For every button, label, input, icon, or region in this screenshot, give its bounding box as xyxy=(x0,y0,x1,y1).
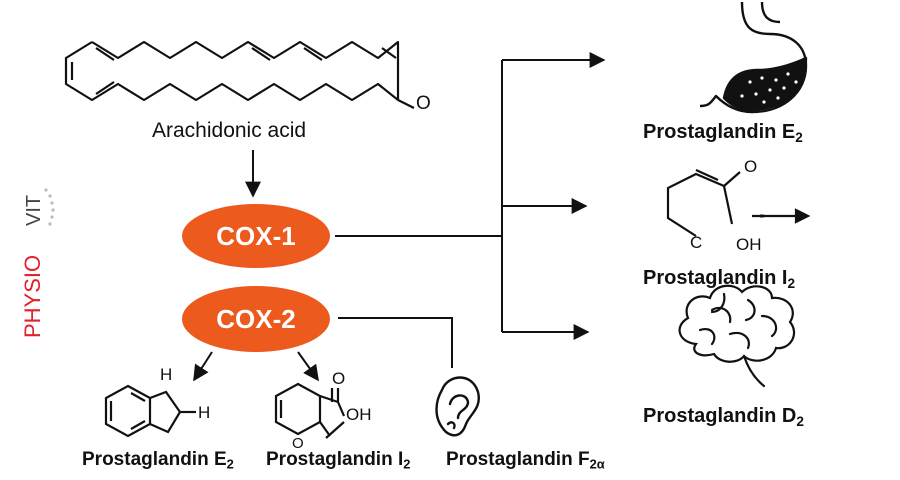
ear-icon xyxy=(435,376,480,437)
bottom-product-2-label: Prostaglandin I2 xyxy=(266,449,411,472)
pyranone-oxygen-top: O xyxy=(332,369,346,388)
arachidonic-acid-label: Arachidonic acid xyxy=(152,119,307,142)
cyclohexenone-structure-icon xyxy=(666,168,811,237)
enone-oxygen-atom: O xyxy=(744,157,758,176)
brain-icon xyxy=(678,284,796,388)
arachidonic-acid-structure-icon xyxy=(64,40,415,109)
physiovit-logo: PHYSIO VIT xyxy=(20,188,55,338)
pyranone-structure-icon xyxy=(274,382,346,439)
right-product-3-label: Prostaglandin D2 xyxy=(643,405,804,429)
cox-2-label: COX-2 xyxy=(216,303,296,334)
substrate-oxygen-atom: O xyxy=(416,93,431,114)
bottom-product-1-label: Prostaglandin E2 xyxy=(82,449,234,472)
right-product-1-label: Prostaglandin E2 xyxy=(643,121,803,145)
indane-h-right: H xyxy=(198,403,211,422)
cox-2-enzyme: COX-2 xyxy=(182,286,330,352)
indane-h-top: H xyxy=(160,365,173,384)
pyranone-ring-oxygen: O xyxy=(292,435,304,452)
right-product-2-label: Prostaglandin I2 xyxy=(643,267,796,291)
enone-hydroxyl-group: OH xyxy=(736,235,762,254)
brand-part1: PHYSIO xyxy=(20,255,45,338)
enone-carbon-atom: C xyxy=(690,233,703,252)
pyranone-hydroxyl: OH xyxy=(346,405,372,424)
cox-1-enzyme: COX-1 xyxy=(182,204,330,268)
cox-1-label: COX-1 xyxy=(216,220,296,251)
stomach-icon xyxy=(699,1,808,114)
brand-part2: VIT xyxy=(23,195,45,226)
bottom-product-3-label: Prostaglandin F2α xyxy=(446,449,605,472)
indane-structure-icon xyxy=(104,384,196,438)
pathway-arrows xyxy=(193,52,606,382)
